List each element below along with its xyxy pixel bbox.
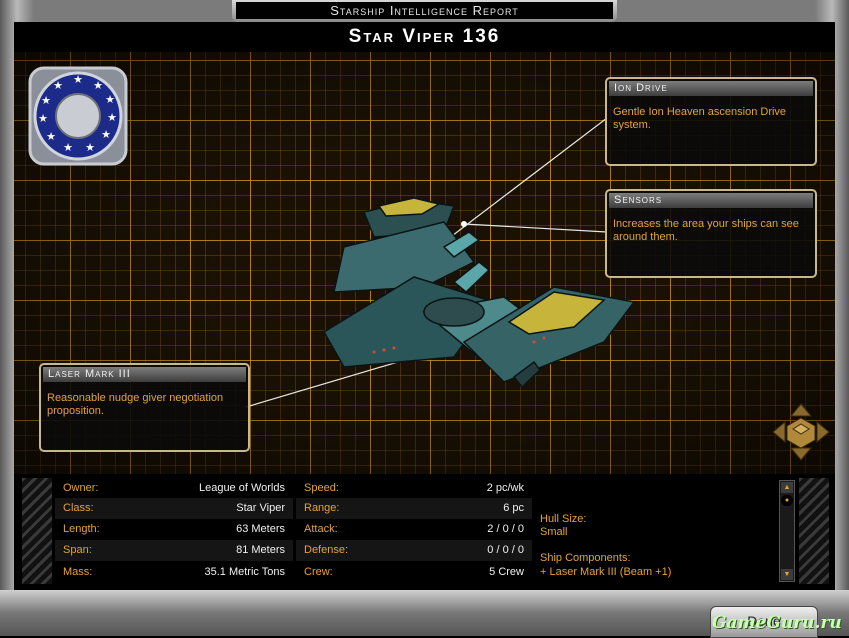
- scroll-down-icon[interactable]: ▼: [781, 569, 793, 580]
- stat-label: Class:: [63, 502, 94, 514]
- callout-ion-drive: Ion Drive Gentle Ion Heaven ascension Dr…: [605, 77, 817, 166]
- stat-value: League of Worlds: [198, 482, 285, 494]
- description-scrollbar[interactable]: ▲ ● ▼: [779, 480, 795, 582]
- callout-laser-text: Reasonable nudge giver negotiation propo…: [47, 392, 224, 417]
- stat-row: Class: Star Viper: [55, 498, 293, 519]
- callout-ion-drive-text: Gentle Ion Heaven ascension Drive system…: [613, 106, 787, 131]
- svg-text:★: ★: [93, 79, 103, 92]
- stat-label: Range:: [304, 502, 340, 514]
- stat-value: 2 / 0 / 0: [487, 523, 524, 535]
- hull-size-value: Small: [540, 526, 568, 538]
- ship-model[interactable]: [304, 192, 654, 432]
- components-label: Ship Components:: [540, 552, 631, 564]
- svg-text:★: ★: [46, 130, 56, 143]
- stat-value: 35.1 Metric Tons: [204, 566, 285, 578]
- done-button[interactable]: Done: [710, 606, 818, 638]
- ship-stats-left: Owner:League of Worlds Class:Star Viper …: [55, 478, 293, 584]
- ship-description[interactable]: Hull Size: Small Ship Components: + Lase…: [536, 478, 776, 584]
- svg-text:★: ★: [63, 141, 73, 154]
- svg-text:★: ★: [41, 94, 51, 107]
- stat-value: 2 pc/wk: [486, 482, 524, 494]
- ship-stats-right: Speed: 2 pc/wk Range: 6 pc Attack: 2 / 0 / …: [296, 478, 532, 584]
- svg-text:★: ★: [85, 141, 95, 154]
- callout-sensors-text: Increases the area your ships can see ar…: [613, 218, 799, 243]
- stat-row: Mass: 35.1 Metric Tons: [55, 562, 293, 583]
- stat-value: 63 Meters: [236, 523, 285, 535]
- callout-laser-title: Laser Mark III: [43, 367, 246, 382]
- stat-label: Crew:: [304, 566, 333, 578]
- ship-name-title: Star Viper 136: [14, 22, 835, 52]
- left-hatch-decoration: [22, 478, 52, 584]
- stat-value: 0 / 0 / 0: [487, 544, 524, 556]
- schematic-viewport[interactable]: ★★★ ★★★ ★★★ ★★ I: [14, 52, 835, 474]
- svg-text:★: ★: [105, 93, 115, 106]
- hull-size-label: Hull Size:: [540, 513, 587, 525]
- svg-text:★: ★: [101, 128, 111, 141]
- scroll-up-icon[interactable]: ▲: [781, 482, 793, 493]
- stat-label: Owner:: [63, 482, 99, 494]
- stat-row: Crew: 5 Crew: [296, 562, 532, 583]
- stats-panel: Owner:League of Worlds Class:Star Viper …: [14, 474, 835, 590]
- footer-bar: Done: [0, 590, 849, 638]
- stat-row: Owner: League of Worlds: [55, 478, 293, 499]
- stat-label: Defense:: [304, 544, 349, 556]
- svg-text:★: ★: [107, 111, 117, 124]
- callout-sensors: Sensors Increases the area your ships ca…: [605, 189, 817, 278]
- camera-control-icon[interactable]: [771, 402, 831, 462]
- svg-text:★: ★: [38, 112, 48, 125]
- stat-label: Span:: [63, 544, 92, 556]
- callout-sensors-title: Sensors: [609, 193, 813, 208]
- stat-row: Attack: 2 / 0 / 0: [296, 519, 532, 540]
- watermark-text: GameGuru.ru: [712, 613, 842, 633]
- stat-value: Star Viper: [236, 502, 285, 514]
- stat-row: Defense: 0 / 0 / 0: [296, 540, 532, 561]
- callout-ion-drive-title: Ion Drive: [609, 81, 813, 96]
- svg-text:★: ★: [73, 73, 83, 86]
- stat-value: 6 pc: [503, 502, 524, 514]
- stat-row: Span: 81 Meters: [55, 540, 293, 561]
- faction-emblem-icon: ★★★ ★★★ ★★★ ★★: [28, 66, 128, 166]
- header-tab: Starship Intelligence Report: [232, 0, 617, 22]
- right-hatch-decoration: [799, 478, 829, 584]
- stat-label: Attack:: [304, 523, 338, 535]
- callout-laser: Laser Mark III Reasonable nudge giver ne…: [39, 363, 250, 452]
- stat-value: 81 Meters: [236, 544, 285, 556]
- stat-row: Range: 6 pc: [296, 498, 532, 519]
- stat-row: Length: 63 Meters: [55, 519, 293, 540]
- stat-label: Speed:: [304, 482, 339, 494]
- stat-value: 5 Crew: [489, 566, 524, 578]
- svg-text:★: ★: [53, 79, 63, 92]
- report-title: Starship Intelligence Report: [236, 2, 613, 19]
- stat-label: Length:: [63, 523, 100, 535]
- stat-row: Speed: 2 pc/wk: [296, 478, 532, 499]
- component-item: + Laser Mark III (Beam +1): [540, 566, 672, 578]
- stat-label: Mass:: [63, 566, 93, 578]
- scroll-thumb[interactable]: ●: [781, 495, 793, 506]
